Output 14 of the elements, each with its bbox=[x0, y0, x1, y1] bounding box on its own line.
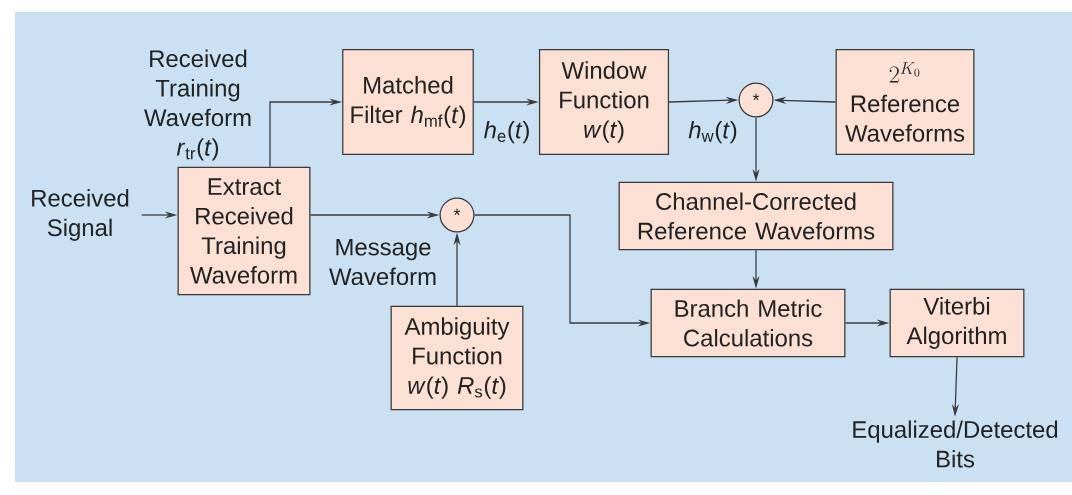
process-box: Viterbi Algorithm bbox=[889, 288, 1025, 358]
process-box: Branch Metric Calculations bbox=[650, 288, 846, 358]
process-box: Matched Filter h$_{mf}$(t) bbox=[342, 48, 474, 156]
process-box: Ambiguity Function w(t) R$_{s}$(t) bbox=[390, 305, 524, 411]
edge-label: h$_{e}$(t) bbox=[484, 120, 529, 144]
process-box: $2^{K_0}$ Reference Waveforms bbox=[835, 48, 975, 156]
edge-label: Message Waveform bbox=[329, 238, 436, 286]
process-box: Window Function w(t) bbox=[538, 48, 670, 156]
process-box: Extract Received Training Waveform bbox=[177, 166, 311, 296]
edge-label: Received Training Waveform r$_{tr}$(t) bbox=[144, 49, 251, 161]
signal-label: Received Signal bbox=[32, 189, 129, 241]
process-box: Channel-Corrected Reference Waveforms bbox=[618, 181, 894, 251]
signal-label: Equalized/Detected Bits bbox=[853, 420, 1058, 468]
edge-label: h$_{w}$(t) bbox=[688, 120, 737, 144]
